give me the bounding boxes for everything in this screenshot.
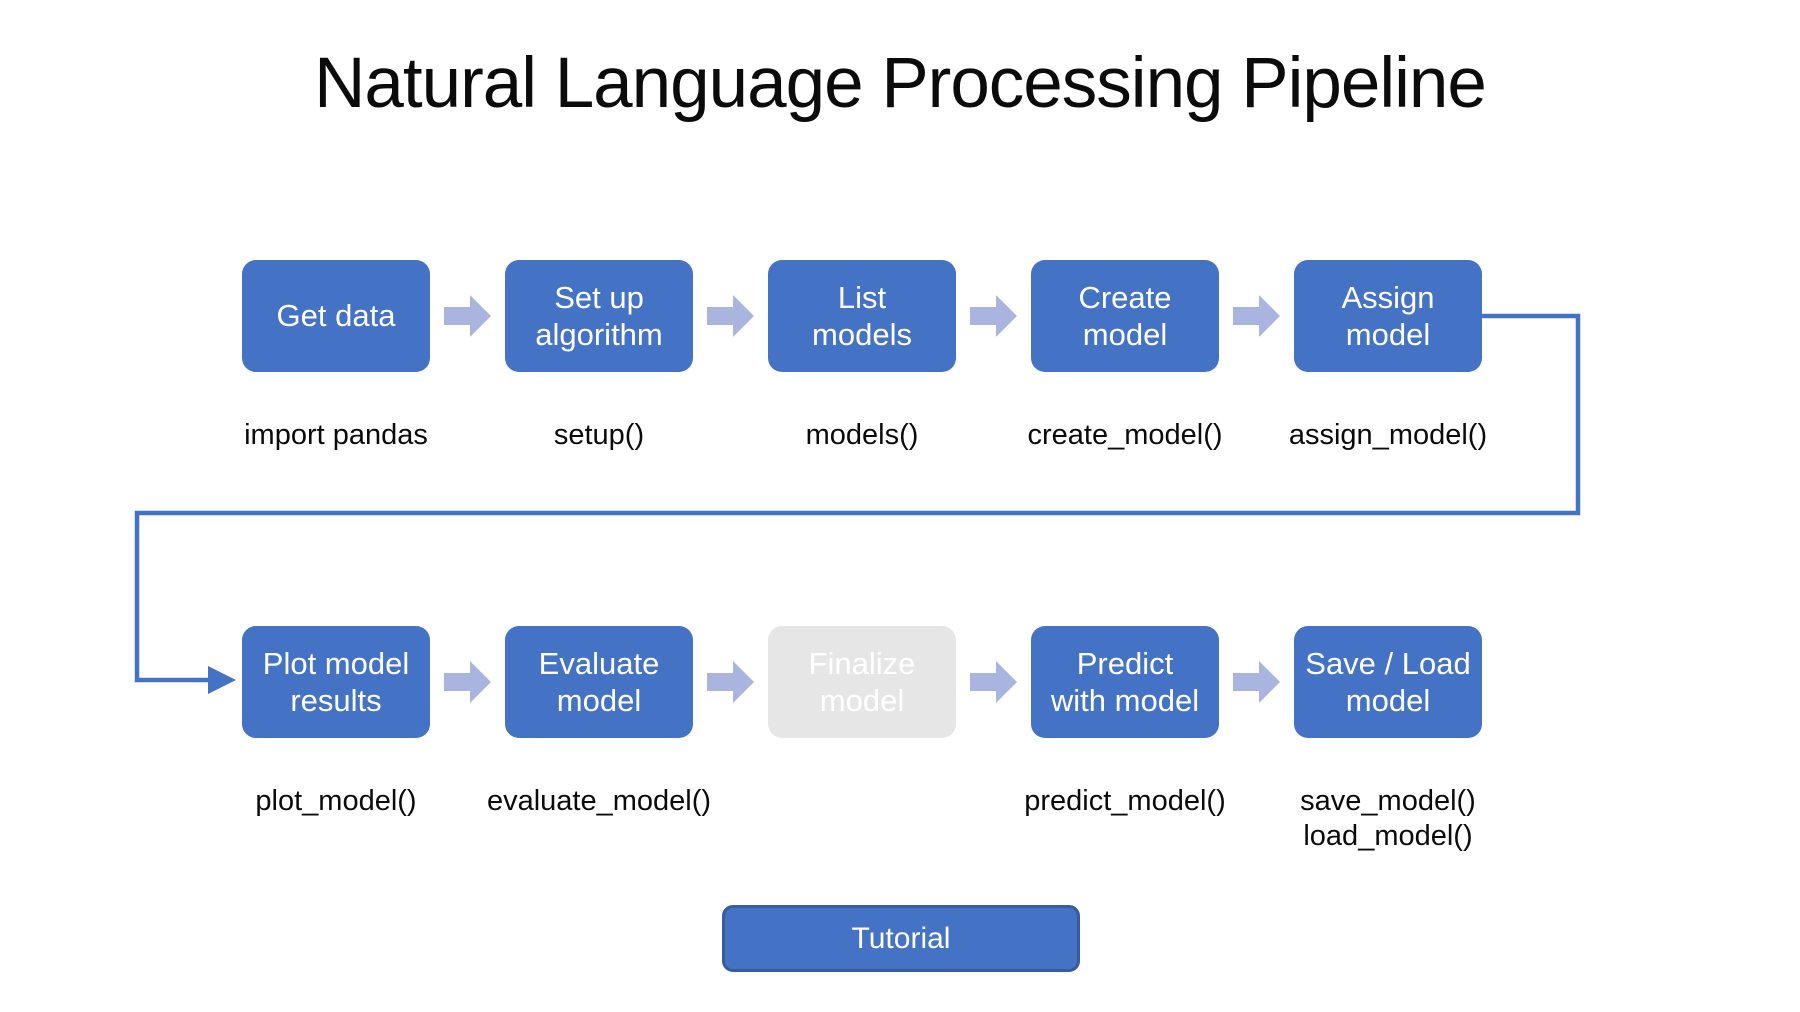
step-box-label-line: model	[556, 683, 642, 718]
step-box-label-line: model	[1345, 317, 1431, 352]
step-box-label-line: Create	[1078, 279, 1172, 315]
code-label-plot-model-results: plot_model()	[255, 785, 417, 817]
step-box-label-line: Predict	[1076, 645, 1174, 681]
block-arrow-right-icon	[430, 626, 505, 738]
step-box-label-line: Plot model	[262, 645, 410, 681]
block-arrow-right-icon	[956, 626, 1031, 738]
code-label-get-data: import pandas	[244, 419, 428, 451]
code-label-create-model: create_model()	[1027, 419, 1223, 451]
step-box-label-line: results	[290, 683, 382, 718]
step-box-label-line: with model	[1050, 683, 1200, 718]
step-box-label-line: Get data	[276, 298, 396, 334]
code-label-evaluate-model: evaluate_model()	[486, 785, 712, 817]
step-box-label-line: model	[1345, 683, 1431, 718]
step-box-label-line: algorithm	[535, 317, 663, 352]
block-arrow-right-icon	[956, 260, 1031, 372]
tutorial-button[interactable]: Tutorial	[722, 905, 1080, 972]
step-box-label-line: Assign	[1341, 279, 1435, 315]
code-label-save-load-model: save_model() load_model()	[1300, 785, 1476, 852]
step-box-label-line: Save / Load	[1305, 645, 1471, 681]
step-box-get-data[interactable]: Get data	[242, 260, 430, 372]
code-label-assign-model: assign_model()	[1288, 419, 1488, 451]
step-box-label-line: Finalize	[808, 645, 916, 681]
step-box-label-line: Evaluate	[538, 645, 660, 681]
block-arrow-right-icon	[693, 260, 768, 372]
block-arrow-right-icon	[430, 260, 505, 372]
page-title: Natural Language Processing Pipeline	[314, 44, 1487, 123]
code-label-set-up-algorithm: setup()	[553, 419, 645, 451]
block-arrow-right-icon	[1219, 260, 1294, 372]
block-arrow-right-icon	[1219, 626, 1294, 738]
step-box-label-line: model	[1082, 317, 1168, 352]
code-label-predict-with-model: predict_model()	[1024, 785, 1226, 817]
step-box-label-line: models	[812, 317, 912, 352]
block-arrow-right-icon	[693, 626, 768, 738]
step-box-label-line: List	[837, 279, 887, 315]
step-box-label-line: Set up	[554, 279, 644, 315]
pipeline-step-get-data: Get data import pandas	[242, 260, 430, 453]
step-box-label-line: model	[819, 683, 905, 718]
code-label-list-models: models()	[805, 419, 919, 451]
